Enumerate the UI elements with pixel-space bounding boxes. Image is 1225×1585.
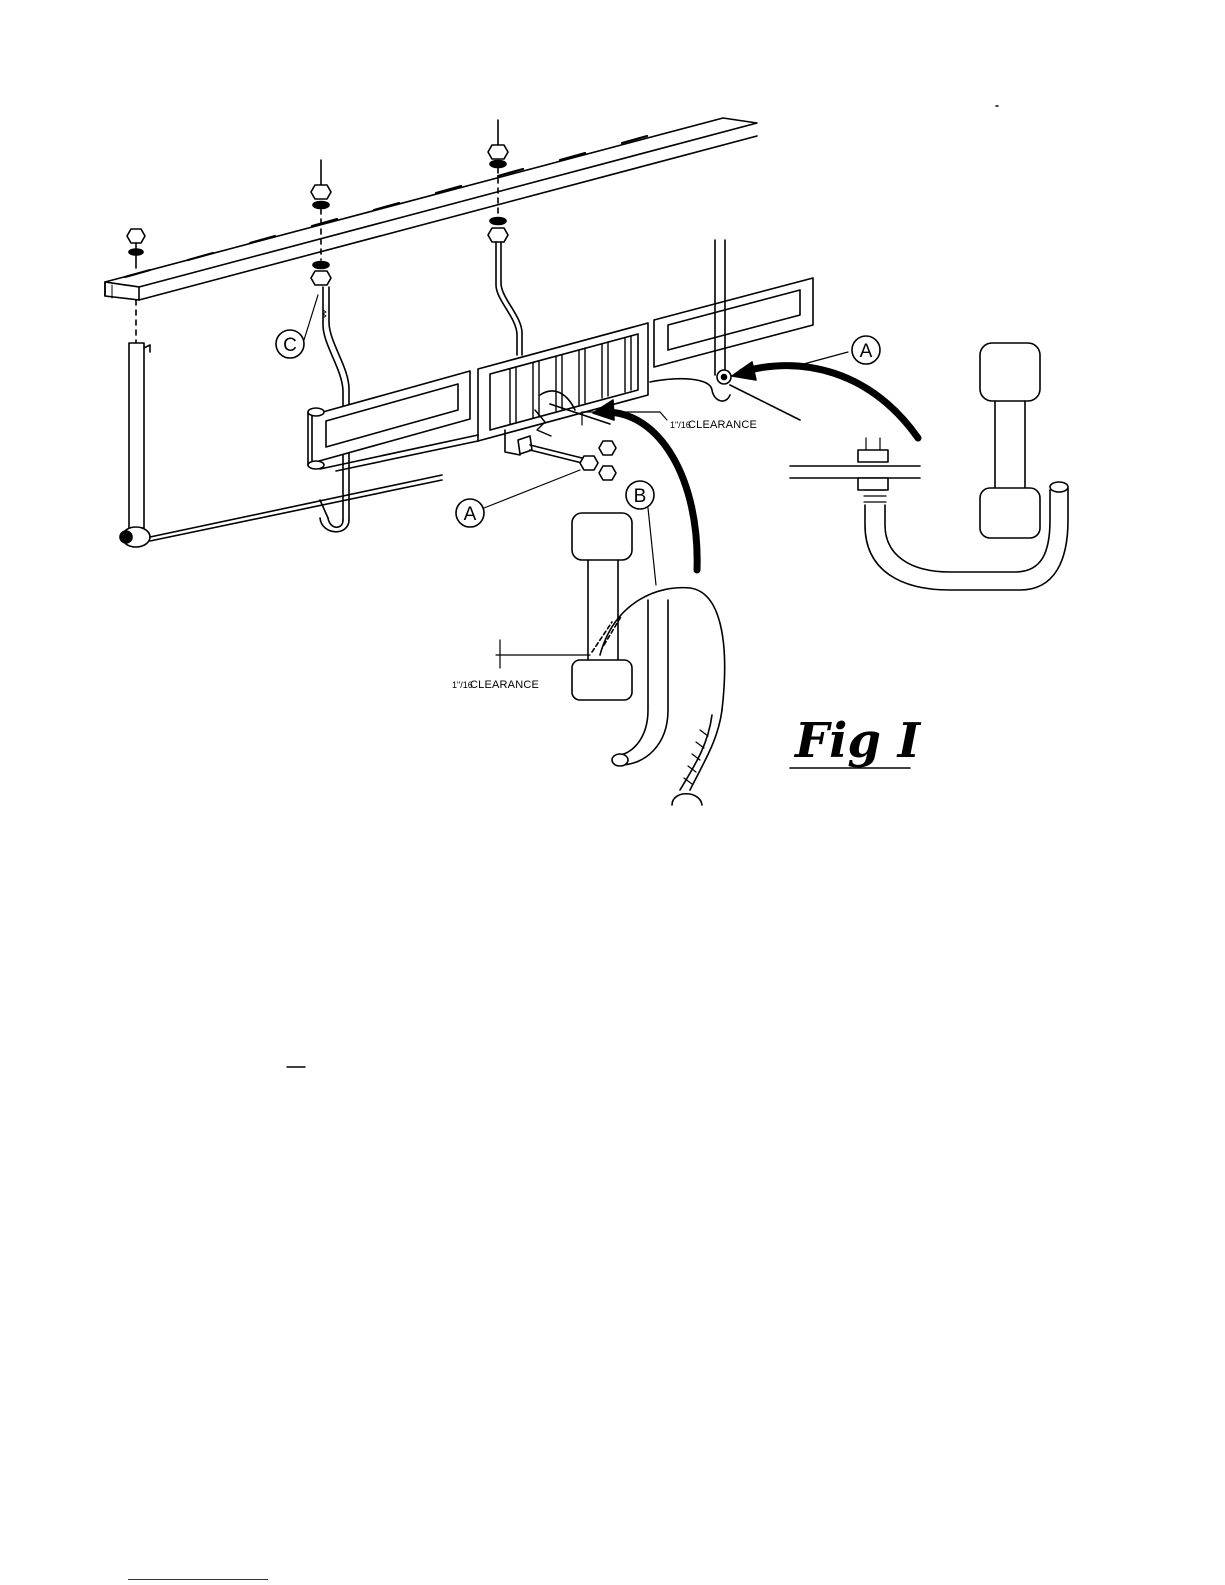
- footer-link[interactable]: [128, 1567, 268, 1580]
- clearance-label-lower: CLEARANCE: [470, 679, 539, 691]
- detail-b-hook: [572, 513, 725, 805]
- callout-c-label: C: [283, 335, 297, 356]
- detail-a-hook: [790, 343, 1068, 590]
- clearance-label-upper: CLEARANCE: [688, 419, 757, 431]
- callout-a-upper-label: A: [860, 341, 873, 362]
- callout-b-label: B: [634, 486, 647, 507]
- slotted-channel-rail: [105, 118, 757, 300]
- vertical-strap: [120, 343, 442, 547]
- callout-a-lower-label: A: [464, 504, 477, 525]
- figure-caption: Fig I: [793, 713, 922, 769]
- hanger-rod-right: [496, 242, 522, 355]
- arrow-to-detail-a: [732, 352, 918, 438]
